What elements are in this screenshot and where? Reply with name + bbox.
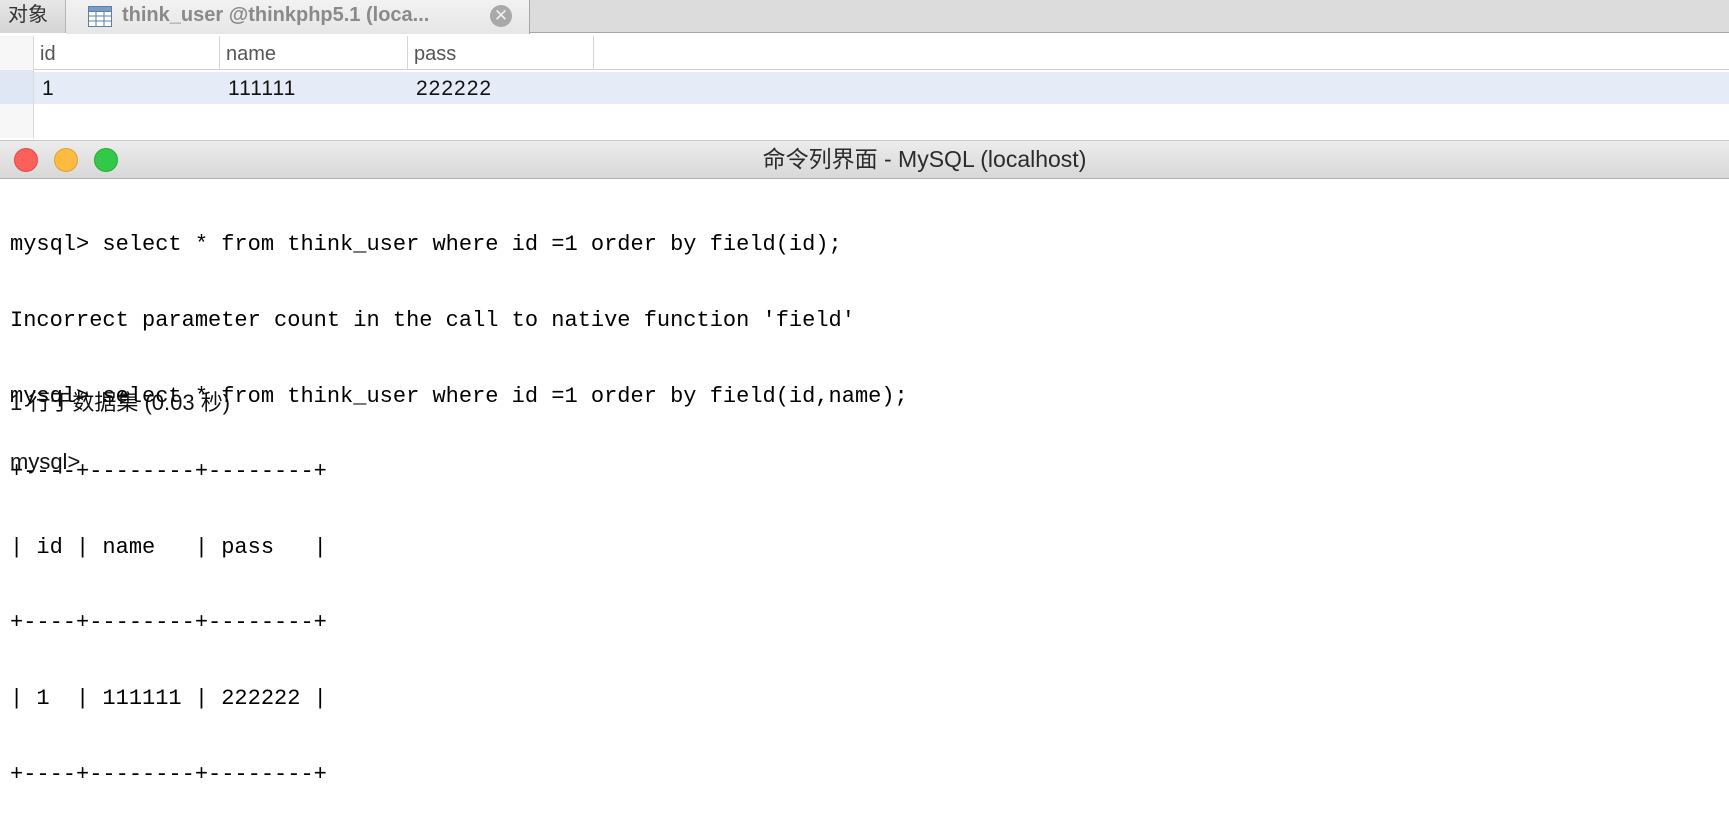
terminal-line: | 1 | 111111 | 222222 | <box>10 685 327 711</box>
tab-objects[interactable]: 对象 <box>0 0 66 33</box>
cell-name[interactable]: 111111 <box>228 77 297 100</box>
column-header-pass[interactable]: pass <box>408 36 594 70</box>
tab-bar: 对象 think_user @thinkphp5.1 (loca... ✕ <box>0 0 1729 34</box>
terminal-console[interactable]: mysql> select * from think_user where id… <box>0 179 1729 787</box>
terminal-line: +----+--------+--------+ <box>10 761 327 787</box>
terminal-line: Incorrect parameter count in the call to… <box>10 308 855 333</box>
close-icon[interactable]: ✕ <box>490 5 512 27</box>
terminal-titlebar[interactable]: 命令列界面 - MySQL (localhost) <box>0 140 1729 179</box>
table-row[interactable]: 1 111111 222222 <box>34 72 1729 104</box>
terminal-title: 命令列界面 - MySQL (localhost) <box>762 146 1087 172</box>
tab-think-user-label: think_user @thinkphp5.1 (loca... <box>122 4 430 26</box>
cell-id[interactable]: 1 <box>42 77 55 100</box>
column-header-id[interactable]: id <box>34 36 220 70</box>
window-close-button[interactable] <box>14 148 38 172</box>
tab-objects-label: 对象 <box>8 4 48 26</box>
table-icon <box>88 6 112 27</box>
grid-header: id name pass <box>34 36 1729 70</box>
mysql-prompt[interactable]: mysql> <box>10 449 81 474</box>
terminal-line: +----+--------+--------+ <box>10 459 327 485</box>
terminal-output: mysql> select * from think_user where id… <box>10 182 908 837</box>
table-grid: id name pass 1 111111 222222 <box>0 36 1729 138</box>
terminal-line: | id | name | pass | <box>10 534 327 560</box>
tab-think-user[interactable]: think_user @thinkphp5.1 (loca... ✕ <box>66 0 530 34</box>
result-summary: 1 行于数据集 (0.03 秒) <box>10 390 231 415</box>
window-maximize-button[interactable] <box>94 148 118 172</box>
column-header-name[interactable]: name <box>220 36 408 70</box>
row-gutter-selected[interactable] <box>0 70 33 104</box>
window-minimize-button[interactable] <box>54 148 78 172</box>
terminal-line: mysql> select * from think_user where id… <box>10 383 908 409</box>
terminal-line: mysql> select * from think_user where id… <box>10 232 842 258</box>
terminal-line: +----+--------+--------+ <box>10 610 327 636</box>
cell-pass[interactable]: 222222 <box>416 77 493 100</box>
